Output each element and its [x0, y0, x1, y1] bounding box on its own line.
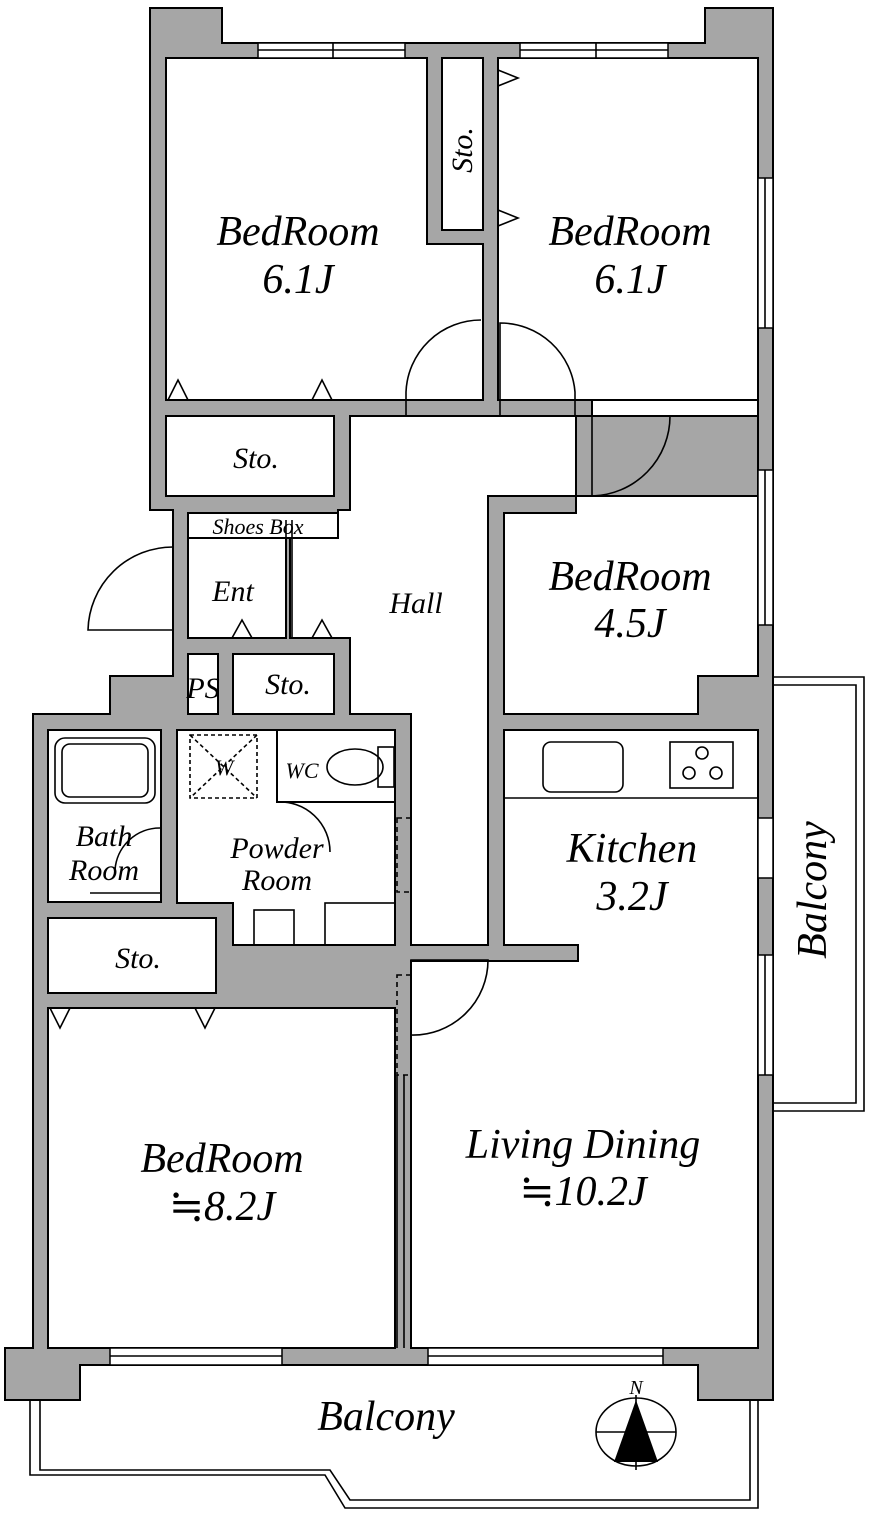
ps-label: PS: [185, 672, 219, 705]
compass-north-label: N: [628, 1377, 644, 1399]
bedroom-sw-name: BedRoom: [140, 1136, 303, 1182]
kitchen-size: 3.2J: [595, 874, 670, 920]
living-size: ≒10.2J: [519, 1169, 649, 1215]
bedroom-ne-name: BedRoom: [548, 209, 711, 255]
bedroom-sw-size: ≒8.2J: [169, 1184, 278, 1230]
shoes-box-label: Shoes Box: [212, 514, 303, 539]
storage-sw-label: Sto.: [115, 942, 161, 975]
powder-label-line1: Powder: [229, 832, 324, 865]
labels: BedRoom 6.1J BedRoom 6.1J BedRoom 4.5J B…: [68, 127, 836, 1440]
storage-hall-label: Sto.: [265, 668, 311, 701]
bedroom-nw-name: BedRoom: [216, 209, 379, 255]
storage-nw-label: Sto.: [233, 442, 279, 475]
balcony-east-label: Balcony: [790, 821, 836, 959]
doors: [87, 319, 671, 1348]
bath-label-line2: Room: [68, 854, 139, 887]
south-balcony-outline: [29, 1395, 759, 1509]
bedroom-e-name: BedRoom: [548, 554, 711, 600]
compass-icon: [595, 1395, 677, 1470]
balcony-south-label: Balcony: [317, 1394, 455, 1440]
powder-label-line2: Room: [241, 864, 312, 897]
fixtures: [49, 69, 758, 1030]
bedroom-e-size: 4.5J: [594, 601, 668, 647]
wc-label: WC: [286, 758, 319, 783]
windows: [109, 42, 774, 1366]
entrance-label: Ent: [211, 575, 254, 608]
storage-top-label: Sto.: [446, 127, 479, 173]
bedroom-nw-size: 6.1J: [262, 257, 336, 303]
bath-label-line1: Bath: [76, 820, 133, 853]
bedroom-ne-size: 6.1J: [594, 257, 668, 303]
east-balcony-outline: [773, 676, 865, 1112]
kitchen-name: Kitchen: [566, 826, 698, 872]
washer-label: W: [215, 755, 235, 780]
hall-label: Hall: [388, 587, 442, 620]
rooms: [47, 57, 759, 1349]
living-name: Living Dining: [465, 1122, 701, 1168]
